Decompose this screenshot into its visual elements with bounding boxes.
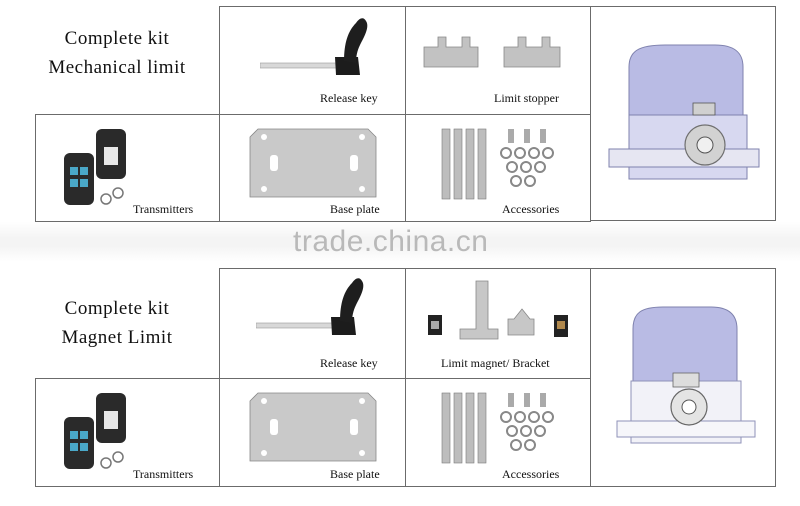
limit-magnet-bracket-icon [428,280,568,340]
kit2-base-plate-cell: Base plate [219,378,406,487]
remote-transmitters-icon [64,393,126,469]
remote-transmitters-icon [64,129,126,205]
kit1-accessories-label: Accessories [502,202,560,216]
kit2-limit-magnet-cell: Limit magnet/ Bracket [405,268,591,379]
accessories-icon [441,392,554,464]
kit1-title-line1: Complete kit [64,28,170,49]
kit1-release-key-label: Release key [320,91,378,105]
kit2-base-plate-label: Base plate [330,467,380,481]
kit2-release-key-cell: Release key [219,268,406,379]
gate-motor-magnet-icon [616,306,756,444]
kit1-transmitters-label: Transmitters [133,202,194,216]
watermark-text: trade.china.cn [293,225,489,258]
kit1-title-line2: Mechanical limit [48,57,186,78]
accessories-icon [441,128,554,200]
kit2-title-line1: Complete kit [64,298,170,319]
release-key-icon [260,18,368,75]
kit2-limit-magnet-label: Limit magnet/ Bracket [441,356,550,370]
release-key-icon [256,278,364,335]
kit2-title: Complete kit Magnet Limit [22,294,212,352]
kit2-transmitters-label: Transmitters [133,467,194,481]
kit1-limit-stopper-cell: Limit stopper [405,6,591,115]
kit1-motor-cell [590,6,776,221]
kit1-title: Complete kit Mechanical limit [22,24,212,82]
kit2-release-key-label: Release key [320,356,378,370]
kit2-title-line2: Magnet Limit [61,327,173,348]
gate-motor-mechanical-icon [608,44,760,180]
kit2-accessories-cell: Accessories [405,378,591,487]
base-plate-icon [249,128,377,198]
kit1-release-key-cell: Release key [219,6,406,115]
kit1-base-plate-label: Base plate [330,202,380,216]
kit2-accessories-label: Accessories [502,467,560,481]
base-plate-icon [249,392,377,462]
kit1-limit-stopper-label: Limit stopper [494,91,559,105]
kit2-transmitters-cell: Transmitters [35,378,220,487]
kit2-motor-cell [590,268,776,487]
kit1-transmitters-cell: Transmitters [35,114,220,222]
watermark-band [0,222,800,262]
kit1-base-plate-cell: Base plate [219,114,406,222]
kit1-accessories-cell: Accessories [405,114,591,222]
limit-stopper-icon [423,36,561,68]
